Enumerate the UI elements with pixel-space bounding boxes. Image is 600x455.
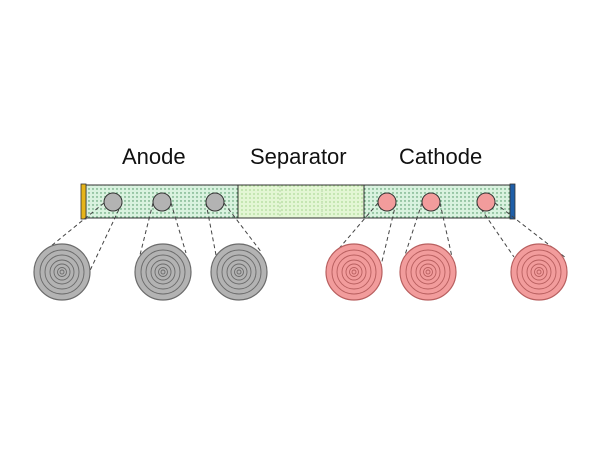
cathode-label: Cathode [399, 144, 483, 169]
anode-particle [205, 192, 225, 212]
cathode-enlarged-particle [325, 243, 383, 301]
anode-enlarged-particle [33, 243, 91, 301]
separator-layer [237, 184, 365, 219]
anode-particle [152, 192, 172, 212]
anode-particle [103, 192, 123, 212]
cathode-particle [476, 192, 496, 212]
cathode-enlarged-particle [399, 243, 457, 301]
anode-label: Anode [122, 144, 186, 169]
anode-current-collector [80, 183, 87, 220]
cathode-current-collector [509, 183, 516, 220]
anode-enlarged-particle [134, 243, 192, 301]
separator-label: Separator [250, 144, 347, 169]
anode-zoom-connectors [39, 202, 263, 280]
anode-enlarged-particle [210, 243, 268, 301]
cathode-enlarged-particle [510, 243, 568, 301]
enlarged-particles [33, 243, 568, 301]
cathode-particle [421, 192, 441, 212]
cathode-particle [377, 192, 397, 212]
